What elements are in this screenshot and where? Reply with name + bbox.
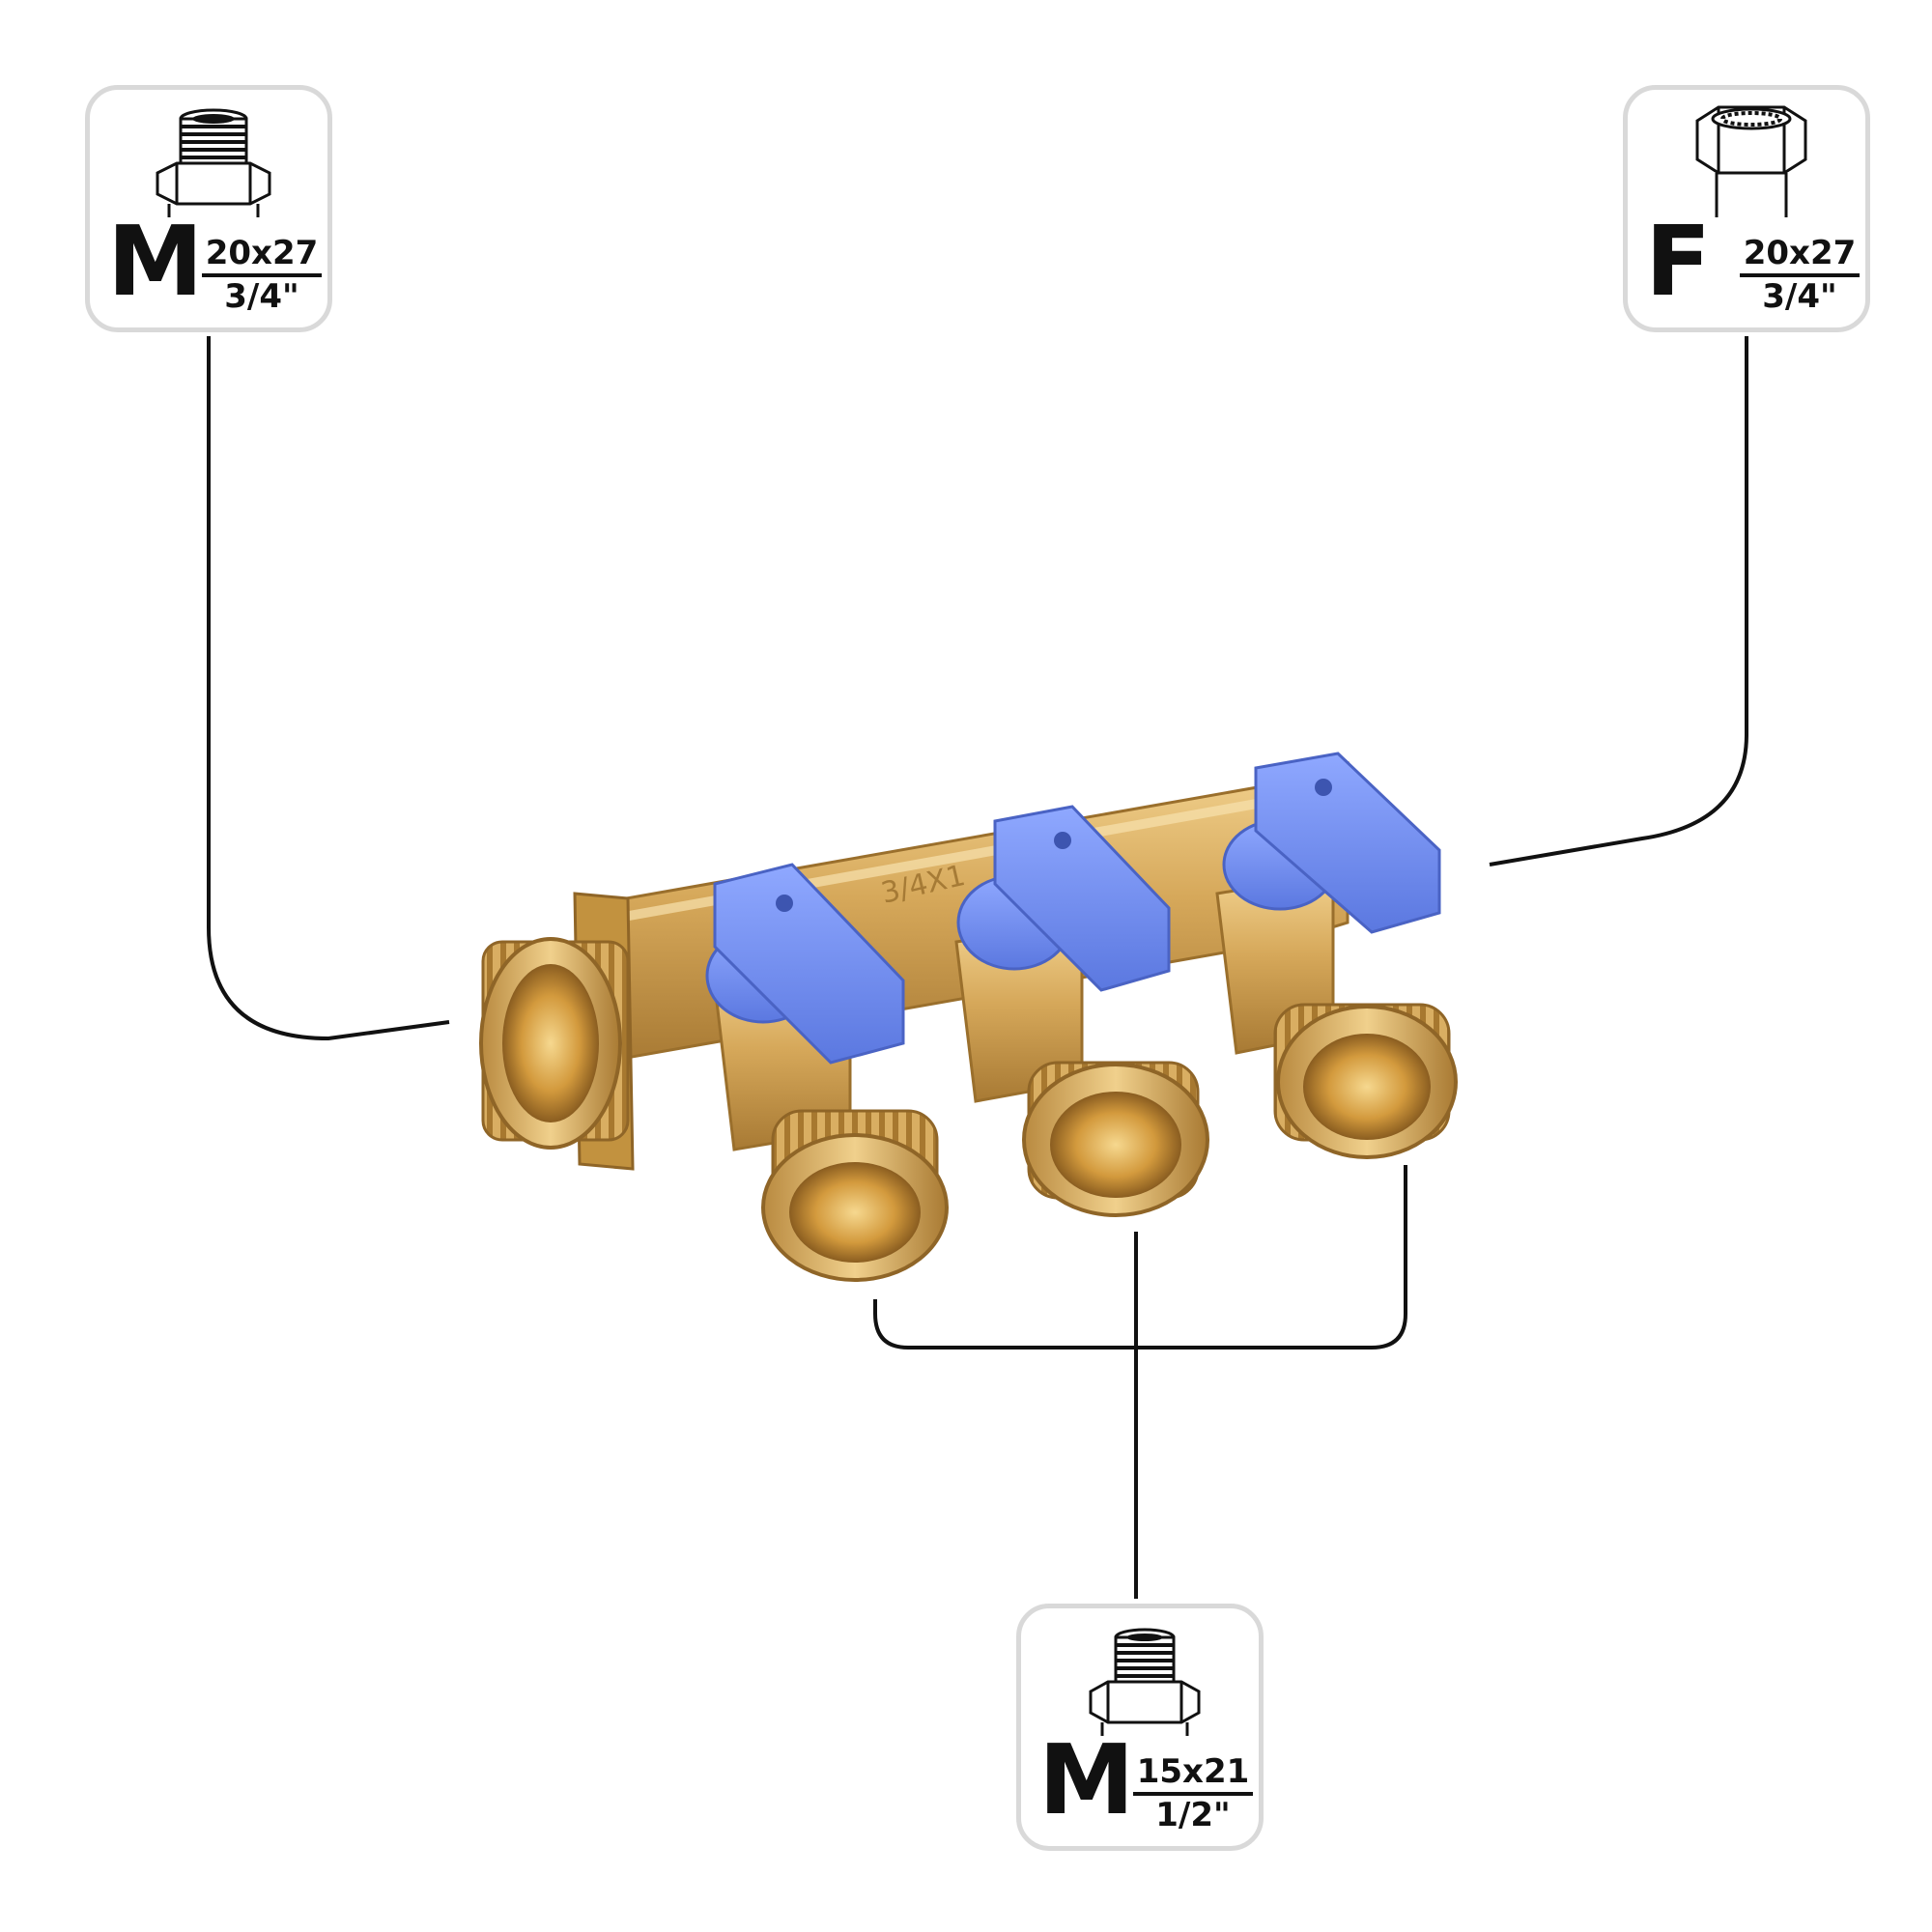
thread-size: 15x21 1/2": [1133, 1753, 1253, 1834]
outlet-thread-badge: F 20x27 3/4": [1623, 85, 1870, 332]
inlet-thread-badge: M 20x27 3/4": [85, 85, 332, 332]
thread-size: 20x27 3/4": [1740, 235, 1860, 316]
thread-metric-size: 15x21: [1133, 1753, 1253, 1796]
thread-gender: M: [1038, 1723, 1135, 1836]
leader-line-branch-bracket: [873, 1165, 1407, 1350]
thread-gender: M: [107, 205, 204, 318]
female-thread-fitting-icon: [1695, 105, 1807, 217]
valve-handle-1[interactable]: [705, 863, 905, 1065]
leader-lines: [207, 336, 1748, 1599]
thread-inch-size: 3/4": [224, 277, 299, 316]
valve-handle-2[interactable]: [956, 805, 1171, 992]
thread-metric-size: 20x27: [1740, 235, 1860, 277]
thread-size: 20x27 3/4": [202, 235, 322, 316]
thread-inch-size: 3/4": [1762, 277, 1837, 316]
thread-inch-size: 1/2": [1155, 1796, 1231, 1834]
thread-metric-size: 20x27: [202, 235, 322, 277]
branch-valve-3: [1215, 752, 1458, 1159]
branch-thread-badge: M 15x21 1/2": [1016, 1604, 1264, 1851]
male-thread-fitting-icon: [156, 108, 271, 217]
leader-line-inlet: [207, 336, 450, 1041]
branch-valve-1: [705, 863, 949, 1282]
thread-gender: F: [1645, 205, 1712, 318]
leader-line-outlet: [1489, 336, 1748, 867]
male-thread-fitting-icon: [1089, 1628, 1201, 1736]
branch-valve-2: [954, 805, 1209, 1217]
inlet-port: [479, 937, 630, 1150]
valve-handle-3[interactable]: [1222, 752, 1441, 934]
